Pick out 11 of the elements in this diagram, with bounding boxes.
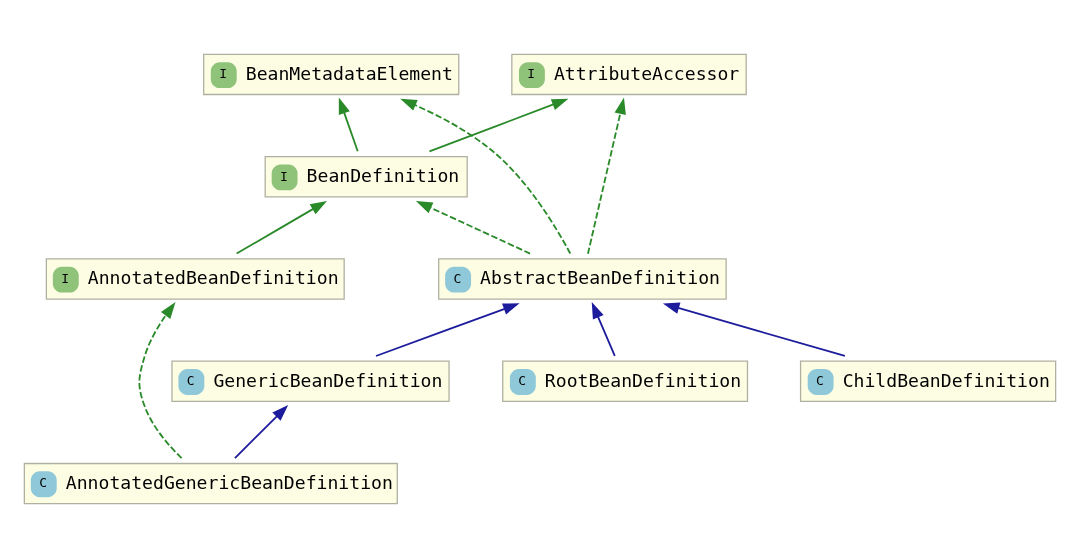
arrow — [587, 97, 626, 255]
arrow — [138, 302, 183, 460]
arrow — [400, 98, 572, 255]
arrow — [415, 200, 531, 255]
arrow — [428, 98, 569, 153]
arrow — [662, 302, 846, 357]
arrow — [338, 97, 359, 153]
arrow — [375, 303, 520, 357]
arrow — [234, 404, 289, 460]
arrow — [591, 302, 616, 357]
arrow — [235, 200, 327, 255]
